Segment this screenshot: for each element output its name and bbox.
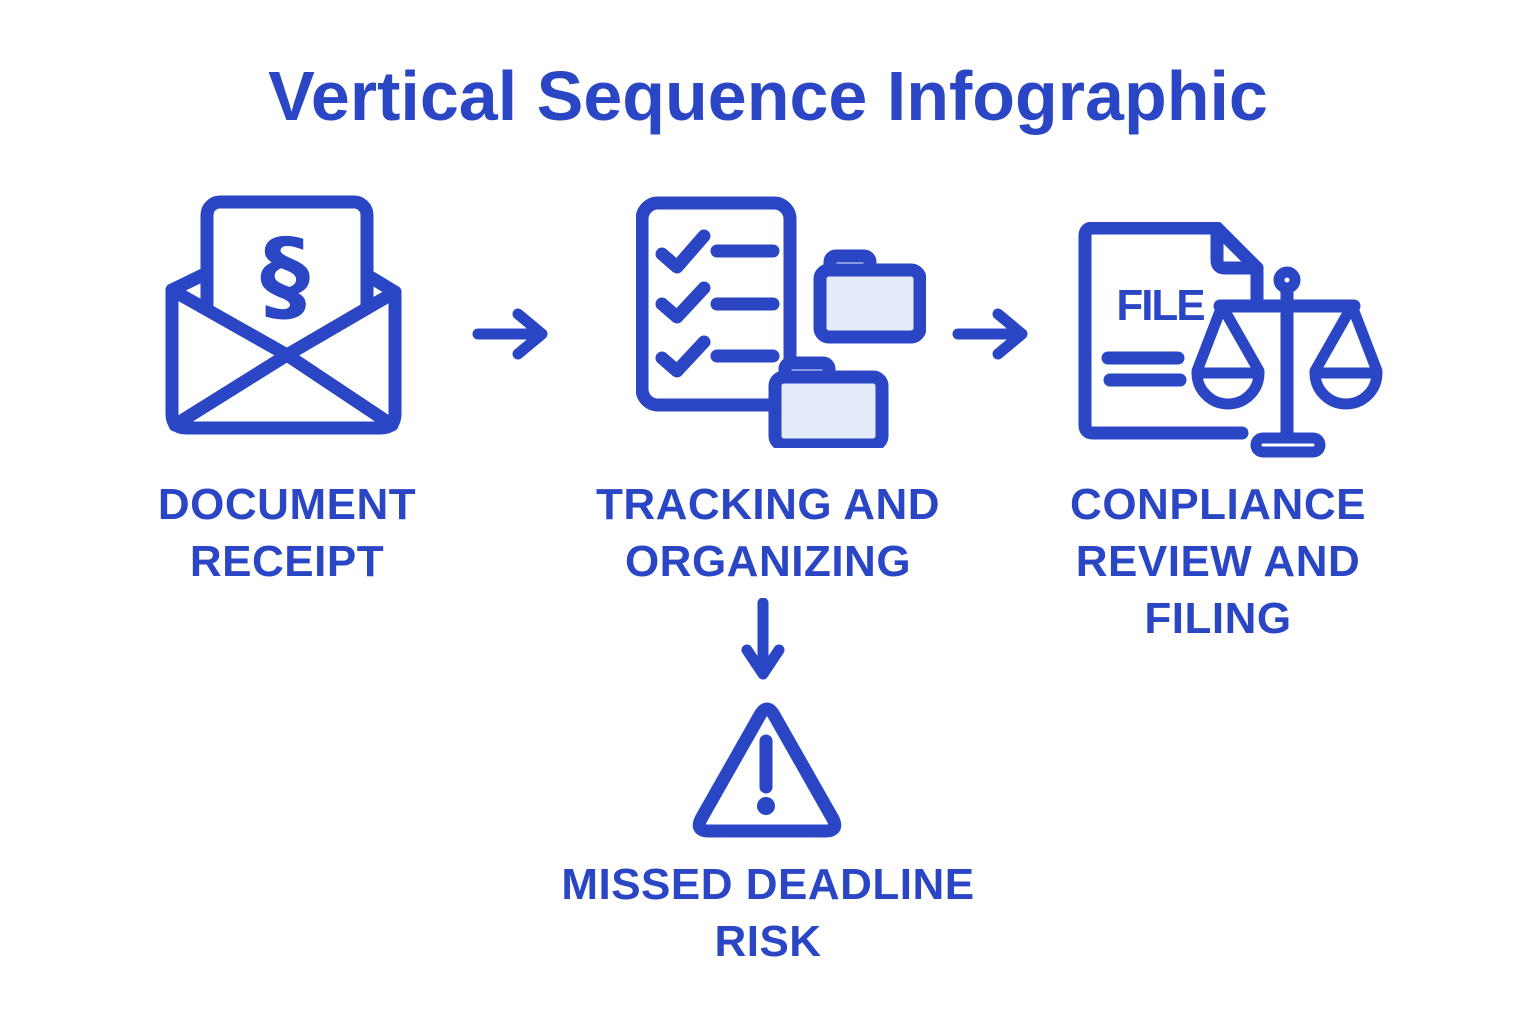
arrow-head bbox=[512, 308, 548, 360]
exclamation-dot bbox=[757, 797, 775, 815]
step-label-line: RECEIPT bbox=[189, 537, 385, 586]
step-label-line: TRACKING AND bbox=[595, 480, 941, 529]
folder-top-icon bbox=[813, 249, 926, 344]
scales-of-justice-icon bbox=[1191, 266, 1383, 458]
folder-top-body bbox=[813, 263, 926, 344]
file-scales-svg: FILE bbox=[1078, 222, 1383, 458]
arrow-head bbox=[992, 308, 1028, 360]
step-label-line: DOCUMENT bbox=[157, 480, 417, 529]
page-title: Vertical Sequence Infographic bbox=[268, 57, 1268, 135]
scale-right-pan bbox=[1309, 367, 1383, 410]
arrow-right-icon bbox=[472, 306, 564, 362]
warning-triangle-icon bbox=[692, 700, 842, 840]
file-text: FILE bbox=[1116, 281, 1204, 330]
arrow-right-svg bbox=[952, 308, 1028, 360]
envelope-document-icon: § bbox=[162, 194, 404, 440]
scale-right-strings bbox=[1309, 300, 1383, 377]
scale-base bbox=[1250, 432, 1326, 458]
warning-triangle-svg bbox=[692, 702, 842, 838]
envelope-fold-right bbox=[280, 348, 399, 432]
envelope-document-svg: § bbox=[165, 195, 402, 435]
step-label-compliance-review-filing: CONPLIANCE REVIEW AND FILING bbox=[1018, 476, 1418, 647]
risk-label-line: MISSED DEADLINE bbox=[561, 860, 975, 909]
step-label-line: FILING bbox=[1144, 594, 1292, 643]
step-label-line: ORGANIZING bbox=[624, 537, 912, 586]
file-folded-corner bbox=[1210, 222, 1264, 275]
arrow-right-svg bbox=[472, 308, 548, 360]
section-sign-glyph: § bbox=[260, 217, 310, 334]
checklist-folders-icon bbox=[636, 196, 926, 448]
arrow-down-icon bbox=[741, 598, 785, 682]
step-label-tracking-organizing: TRACKING AND ORGANIZING bbox=[568, 476, 968, 590]
scale-left-strings bbox=[1191, 300, 1265, 377]
checkmark-2 bbox=[655, 281, 711, 324]
step-label-line: CONPLIANCE bbox=[1070, 480, 1366, 529]
arrow-down-svg bbox=[741, 598, 785, 680]
step-label-line: REVIEW AND bbox=[1075, 537, 1361, 586]
risk-label-missed-deadline: MISSED DEADLINE RISK bbox=[518, 856, 1018, 970]
file-scales-icon: FILE bbox=[1078, 222, 1388, 458]
arrow-head bbox=[741, 644, 785, 680]
folder-bottom-body bbox=[768, 370, 889, 448]
scale-left-pan bbox=[1191, 367, 1265, 410]
checklist-folders-svg bbox=[636, 196, 926, 448]
checkmark-1 bbox=[655, 229, 711, 274]
arrow-right-icon bbox=[952, 306, 1044, 362]
risk-label-line: RISK bbox=[714, 917, 822, 966]
step-label-document-receipt: DOCUMENT RECEIPT bbox=[87, 476, 487, 590]
checkmark-3 bbox=[655, 335, 711, 378]
envelope-fold-left bbox=[168, 348, 294, 432]
folder-bottom-icon bbox=[768, 356, 889, 448]
